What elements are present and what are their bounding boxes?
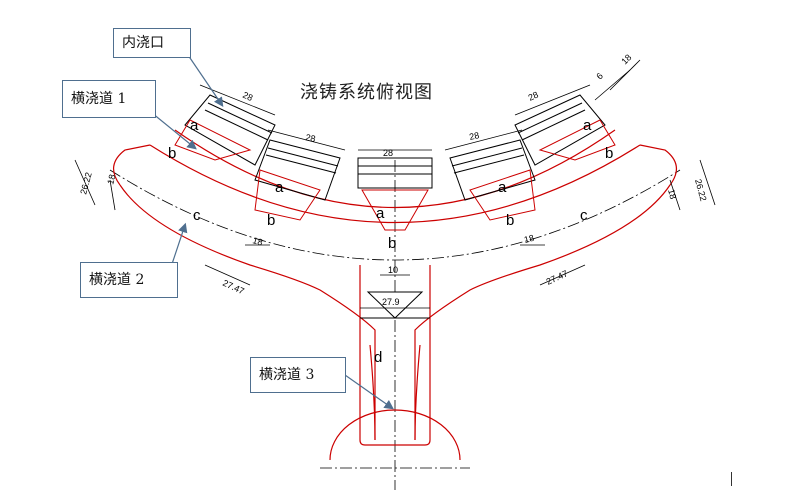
dim-gate-width: 28 [527,90,540,103]
dim-b-mid: 10 [388,265,398,275]
zone-b: b [267,212,275,229]
dim-b-inner-left: 18 [251,235,263,247]
dim-gate-width: 28 [468,130,480,142]
zone-a: a [498,179,507,196]
ab-regions [174,119,616,231]
dim-b-inner-right: 18 [523,233,535,245]
page-title: 浇铸系统俯视图 [300,82,433,103]
dim-gate-width: 28 [305,132,317,144]
trapezoid-marker [360,291,430,319]
text-cursor [731,472,732,486]
dim-top-18: 18 [619,52,633,66]
zone-d: d [374,349,382,366]
zone-a: a [190,117,199,134]
dim-gate-width: 28 [383,148,393,158]
centerlines [109,160,681,490]
zone-a: a [376,205,385,222]
zone-b: b [168,145,176,162]
dim-b-left: 18 [105,173,117,185]
dim-b-right: 18 [666,188,678,200]
runner-outline [113,129,677,461]
zone-b: b [388,235,396,252]
dim-outer-right: 26.22 [693,178,708,202]
zone-c: c [193,207,201,224]
callout-runner-3: 横浇道 3 [250,357,346,393]
zone-a: a [583,117,592,134]
dim-c-right: 27.47 [545,268,570,287]
zone-b: b [506,212,514,229]
dim-gate-width: 28 [241,90,254,103]
callout-inner-gate: 内浇口 [113,28,191,58]
dimension-lines [74,59,716,309]
dim-top-6: 6 [594,71,605,82]
callout-runner-1: 横浇道 1 [62,80,156,118]
zone-c: c [580,207,588,224]
zone-b: b [605,145,613,162]
zone-labels: a b c a b a b d a b c a b [168,117,613,366]
dim-c-left: 27.47 [221,278,246,297]
gate-blocks [184,94,606,201]
dim-outer-left: 26.22 [78,171,93,195]
callout-runner-2: 横浇道 2 [80,262,178,298]
dim-trap: 27.9 [382,297,400,307]
callout-arrows [151,54,394,410]
zone-a: a [275,179,284,196]
